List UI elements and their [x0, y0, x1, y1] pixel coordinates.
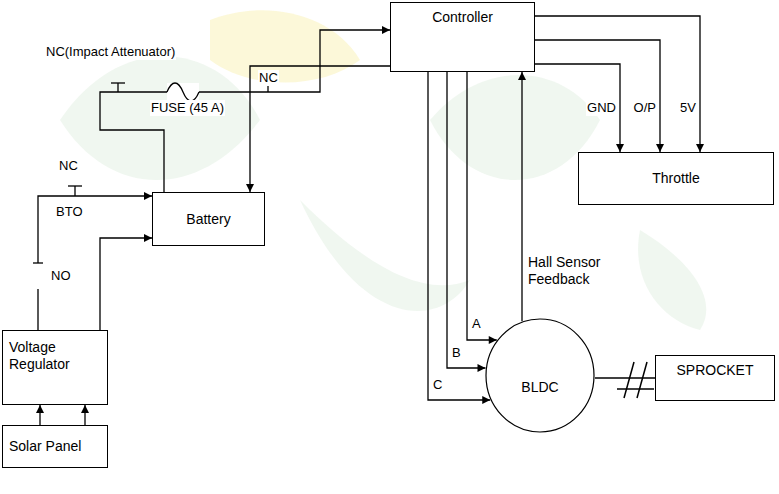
arrowhead [382, 26, 390, 34]
switch-label: NC [58, 158, 79, 174]
signal-label: 5V [679, 100, 697, 116]
node-label: Solar Panel [9, 438, 81, 455]
wire-connector [467, 72, 497, 344]
wire-line [100, 238, 152, 330]
wire-connector [246, 66, 390, 192]
motor-circle: BLDC [485, 318, 595, 433]
node-label: Throttle [652, 170, 699, 187]
signal-label: B [451, 345, 462, 361]
signal-label: GND [586, 100, 617, 116]
wire-connector [535, 40, 664, 152]
wire-connector [595, 378, 655, 379]
sprocket-box: SPROCKET [655, 355, 775, 401]
switch-label: NO [50, 268, 72, 284]
wire-line [38, 196, 152, 330]
wire-connector [535, 16, 704, 152]
arrowhead [482, 396, 490, 404]
arrowhead [81, 405, 89, 413]
regulator-box: Voltage Regulator [2, 330, 108, 405]
signal-label: Hall Sensor Feedback [527, 254, 624, 288]
node-label: Battery [186, 211, 230, 228]
arrowhead [36, 405, 44, 413]
switch-label: NC [258, 70, 279, 86]
wire-line [595, 377, 655, 378]
solar-panel-box: Solar Panel [2, 425, 108, 468]
wire-line [535, 64, 620, 152]
arrowhead [656, 144, 664, 152]
controller-box: Controller [390, 2, 535, 72]
wire-connector [518, 72, 526, 321]
watermark-shape [210, 10, 360, 82]
coupling-symbol [617, 362, 654, 398]
wire-line [428, 72, 490, 400]
watermark-leaf [300, 200, 470, 311]
wire-connector [535, 64, 624, 152]
arrowhead [144, 192, 152, 200]
wire-connector [100, 234, 152, 330]
battery-box: Battery [152, 192, 265, 246]
wire-connector [38, 192, 152, 330]
no-contact [32, 263, 44, 289]
nc-contact [68, 186, 82, 196]
watermark-leaf [638, 230, 706, 330]
nc-contact [111, 83, 125, 92]
signal-label: O/P [633, 100, 657, 116]
arrowhead [144, 234, 152, 242]
ellipse-outline [485, 318, 595, 433]
wire-line [467, 72, 497, 340]
wire-line [535, 16, 700, 152]
switch-label: NC(Impact Attenuator) [45, 44, 176, 60]
throttle-box: Throttle [578, 152, 774, 205]
node-label: Controller [432, 9, 493, 26]
ellipse-shape [486, 319, 594, 432]
switch-label: BTO [55, 204, 84, 220]
arrowhead [518, 72, 526, 80]
wire-connector [447, 72, 485, 372]
node-label: BLDC [521, 379, 558, 396]
fuse-label: FUSE (45 A) [150, 100, 225, 116]
node-label: SPROCKET [676, 362, 753, 379]
wire-line [447, 72, 485, 368]
arrowhead [696, 144, 704, 152]
arrowhead [616, 144, 624, 152]
wire-connector [36, 405, 44, 425]
fuse-symbol [167, 83, 199, 101]
watermark-leaf [60, 56, 260, 180]
node-label: Voltage Regulator [9, 339, 101, 373]
signal-label: A [471, 316, 482, 332]
watermark-leaf [430, 75, 600, 180]
arrowhead [477, 364, 485, 372]
arrowhead [246, 184, 254, 192]
wire-line [521, 72, 522, 321]
wire-line [535, 40, 660, 152]
wire-line [250, 66, 390, 192]
wire-connector [428, 72, 490, 404]
signal-label: C [432, 377, 443, 393]
wire-connector [81, 405, 89, 425]
